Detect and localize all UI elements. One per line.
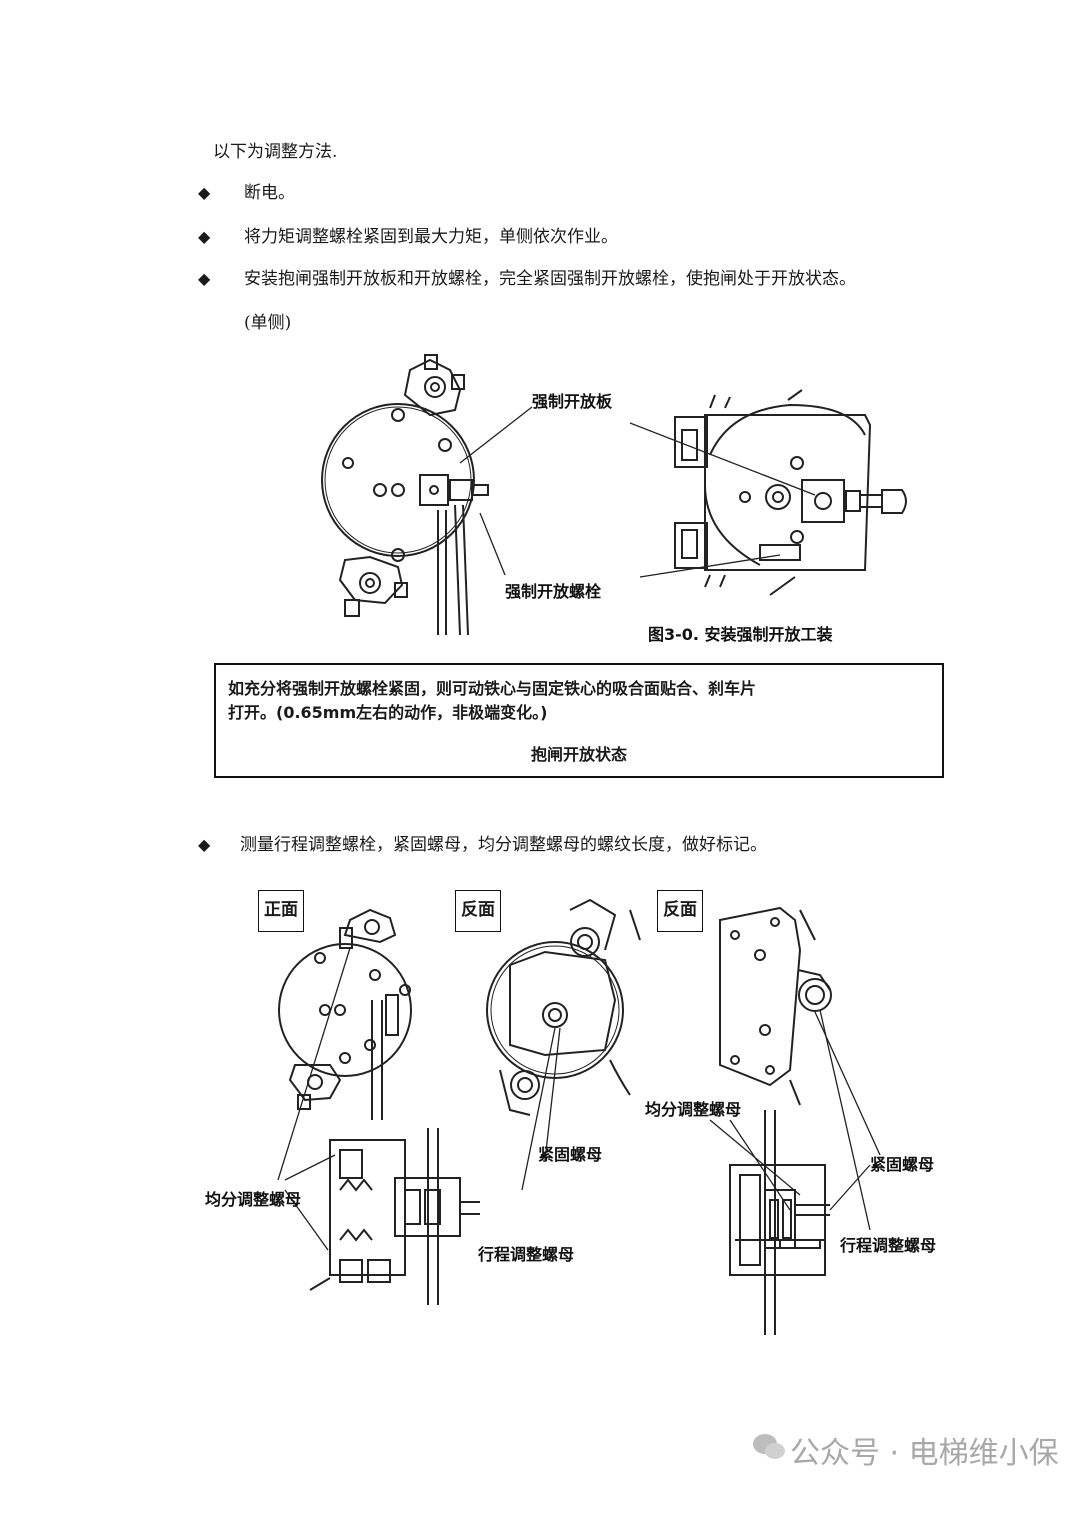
step-2: 将力矩调整螺栓紧固到最大力矩，单侧依次作业。	[244, 227, 618, 247]
note-title: 抱闸开放状态	[530, 745, 627, 764]
step-3: 安装抱闸强制开放板和开放螺栓，完全紧固强制开放螺栓，使抱闸处于开放状态。	[244, 269, 856, 289]
label-lock-nut-mid: 紧固螺母	[538, 1145, 602, 1164]
figure-adjust-nuts: 均分调整螺母 紧固螺母 行程调整螺母 均分调整螺母 紧固螺母 行程调整螺母	[205, 898, 936, 1335]
label-stroke-nut-right: 行程调整螺母	[839, 1236, 936, 1255]
label-lock-nut-right: 紧固螺母	[870, 1155, 934, 1174]
watermark-text: 公众号 · 电梯维小保	[790, 1436, 1059, 1471]
intro-text: 以下为调整方法.	[213, 142, 338, 162]
label-stroke-nut-mid: 行程调整螺母	[477, 1245, 574, 1264]
view-label-back-1: 反面	[455, 890, 501, 932]
step-3-note: (单侧)	[244, 313, 292, 333]
step-4: 测量行程调整螺栓，紧固螺母，均分调整螺母的螺纹长度，做好标记。	[240, 835, 767, 855]
bullet-icon: ◆	[198, 269, 211, 288]
label-even-nut-right: 均分调整螺母	[645, 1100, 741, 1119]
view-label-front: 正面	[258, 890, 304, 932]
wechat-icon	[753, 1434, 785, 1459]
note-line-2: 打开。(0.65mm左右的动作，非极端变化。)	[228, 703, 548, 722]
bullet-icon: ◆	[198, 183, 211, 202]
label-release-bolt: 强制开放螺栓	[505, 582, 602, 601]
bullet-icon: ◆	[198, 835, 211, 854]
note-line-1: 如充分将强制开放螺栓紧固，则可动铁心与固定铁心的吸合面贴合、刹车片	[228, 679, 757, 698]
bullet-icon: ◆	[198, 227, 211, 246]
brake-open-note-box: 如充分将强制开放螺栓紧固，则可动铁心与固定铁心的吸合面贴合、刹车片 打开。(0.…	[214, 663, 944, 778]
figure1-caption: 图3-0. 安装强制开放工装	[648, 625, 833, 644]
view-label-back-2: 反面	[657, 890, 703, 932]
step-1: 断电。	[244, 183, 295, 203]
figure-forced-release-tool: 强制开放板 强制开放螺栓 图3-0. 安装强制开放工装	[321, 354, 907, 644]
label-release-plate: 强制开放板	[532, 392, 613, 411]
label-even-nut-left: 均分调整螺母	[205, 1190, 301, 1209]
